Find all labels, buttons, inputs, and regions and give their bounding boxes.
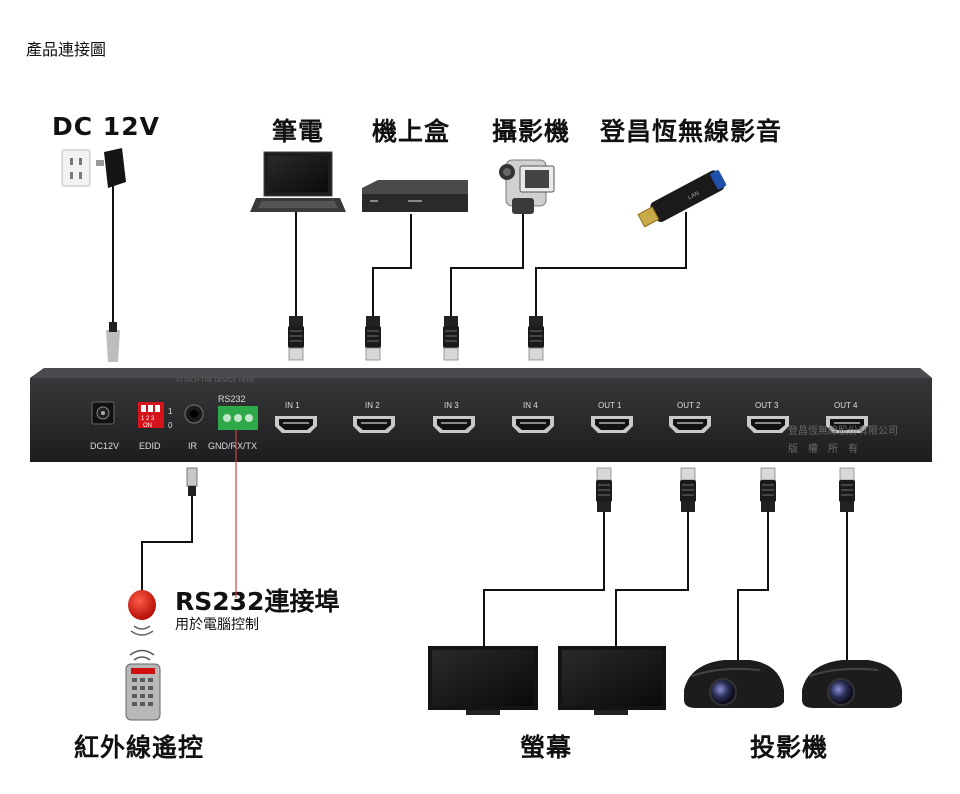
hdmi-plug-out1	[595, 467, 613, 513]
rs232-pin-label: GND/RX/TX	[208, 441, 257, 451]
power-outlet-icon	[61, 149, 91, 187]
hdmi-port-in1	[275, 416, 317, 433]
svg-text:LAN: LAN	[687, 191, 700, 202]
dip-on-label: ON	[143, 423, 152, 429]
wireless-dongle-icon: LAN	[637, 170, 727, 228]
hdmi-port-out1	[591, 416, 633, 433]
settop-box-icon	[362, 180, 468, 212]
in1-label: IN 1	[285, 401, 300, 410]
port-dc-label: DC12V	[90, 441, 119, 451]
hdmi-port-out2	[669, 416, 711, 433]
out3-label: OUT 3	[755, 401, 779, 410]
dc-jack-icon	[91, 401, 115, 425]
hdmi-plug-out4	[838, 467, 856, 513]
hdmi-plug-in2	[364, 315, 382, 361]
rs232-terminal	[218, 406, 258, 430]
power-adapter-icon	[96, 148, 126, 362]
projector-1-icon	[684, 660, 784, 708]
hdmi-port-in2	[353, 416, 395, 433]
out2-label: OUT 2	[677, 401, 701, 410]
hdmi-matrix-device: ATTACH THE DEVICE HERE	[30, 368, 932, 462]
port-ir-label: IR	[188, 441, 198, 451]
ir-jack-icon	[184, 404, 204, 424]
rs232-port-label: RS232	[218, 394, 246, 404]
monitor-2-icon	[558, 646, 666, 715]
hdmi-port-in4	[512, 416, 554, 433]
rs232-callout-title: RS232連接埠	[175, 587, 340, 616]
hdmi-port-out3	[747, 416, 789, 433]
hdmi-plug-in1	[287, 315, 305, 361]
svg-text:ATTACH THE DEVICE HERE: ATTACH THE DEVICE HERE	[176, 378, 255, 384]
hdmi-plug-in4	[527, 315, 545, 361]
dip-0-label: 0	[168, 421, 173, 430]
rs232-callout-subtitle: 用於電腦控制	[175, 617, 259, 633]
page-title: 產品連接圖	[26, 40, 107, 59]
camcorder-label: 攝影機	[492, 117, 571, 146]
watermark-company: 登昌恆無線股份有限公司	[788, 424, 898, 437]
camcorder-icon	[499, 159, 555, 214]
watermark-rights: 版 權 所 有	[788, 442, 858, 455]
ir-plug-icon	[186, 467, 198, 496]
hdmi-plug-out2	[679, 467, 697, 513]
power-label: DC 12V	[52, 112, 160, 141]
settop-box-label: 機上盒	[372, 117, 451, 146]
hdmi-port-in3	[433, 416, 475, 433]
out1-label: OUT 1	[598, 401, 622, 410]
ir-remote-icon	[125, 649, 161, 721]
in3-label: IN 3	[444, 401, 459, 410]
projector-2-icon	[802, 660, 902, 708]
out4-label: OUT 4	[834, 401, 858, 410]
ir-receiver-icon	[128, 590, 156, 636]
monitors-label: 螢幕	[520, 733, 573, 762]
edid-dip-switch[interactable]	[138, 402, 164, 428]
in2-label: IN 2	[365, 401, 380, 410]
projectors-label: 投影機	[750, 733, 829, 762]
monitor-1-icon	[428, 646, 538, 715]
dip-numbers: 1 2 3	[141, 416, 155, 422]
laptop-icon	[250, 151, 346, 212]
dip-1-label: 1	[168, 407, 173, 416]
in4-label: IN 4	[523, 401, 538, 410]
port-edid-label: EDID	[139, 441, 161, 451]
laptop-label: 筆電	[272, 117, 325, 146]
remote-label: 紅外線遙控	[74, 733, 205, 762]
hdmi-plug-in3	[442, 315, 460, 361]
hdmi-plug-out3	[759, 467, 777, 513]
wireless-dongle-label: 登昌恆無線影音	[600, 117, 783, 146]
